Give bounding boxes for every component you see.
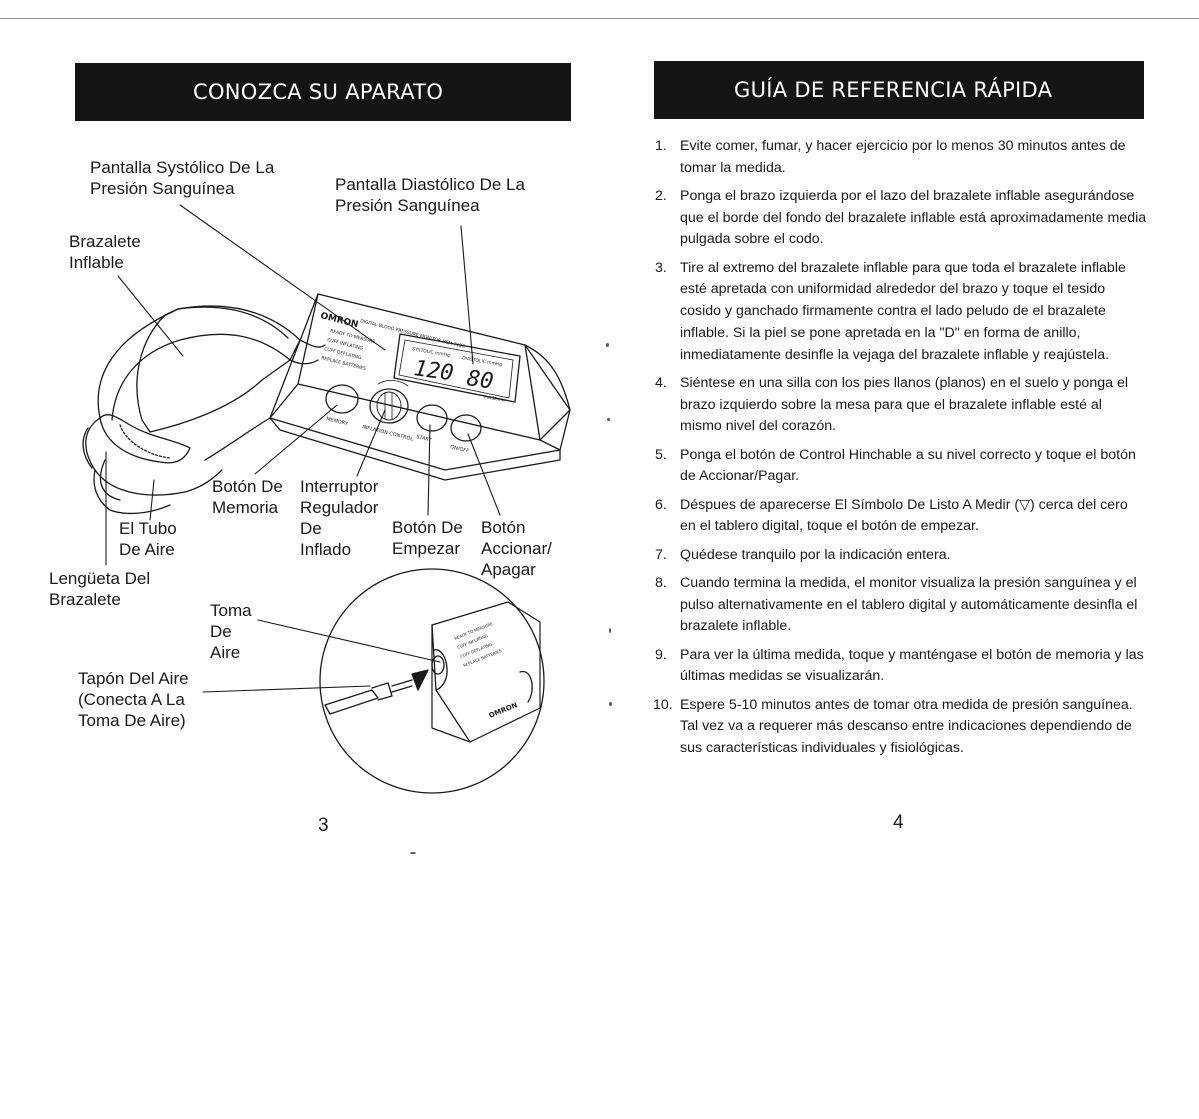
air-jack-closeup xyxy=(319,568,545,794)
left-title-banner: CONOZCA SU APARATO xyxy=(75,63,571,121)
device-model-text: DIGITAL BLOOD PRESSURE MONITOR HEM-712C xyxy=(360,318,466,350)
right-title-banner: GUÍA DE REFERENCIA RÁPIDA xyxy=(654,61,1144,119)
right-page-title: GUÍA DE REFERENCIA RÁPIDA xyxy=(734,78,1053,102)
list-item: 8.Cuando termina la medida, el monitor v… xyxy=(655,574,1138,635)
closeup-brand-text: OMRON xyxy=(488,701,519,720)
scan-speck xyxy=(410,852,416,854)
right-page-number: 4 xyxy=(893,812,904,833)
list-item: 9.Para ver la última medida, toque y man… xyxy=(655,646,1144,685)
list-item: 5.Ponga el botón de Control Hinchable a … xyxy=(655,446,1136,485)
inflation-dial-shape xyxy=(369,388,409,424)
display-pulse-caption: PULSE/min xyxy=(484,394,507,403)
list-item: 4.Siéntese en una silla con los pies lla… xyxy=(655,374,1128,435)
display-diastolic-value: 80 xyxy=(465,366,495,394)
monitor-body-drawing xyxy=(269,293,571,481)
memory-button-shape xyxy=(325,384,359,414)
left-page-number: 3 xyxy=(318,815,329,836)
leader-lines xyxy=(105,204,501,693)
start-button-shape xyxy=(416,404,448,432)
list-item: 6.Déspues de aparecerse El Símbolo De Li… xyxy=(655,496,1128,535)
scan-speck xyxy=(606,343,609,347)
blood-pressure-monitor-diagram: OMRON DIGITAL BLOOD PRESSURE MONITOR HEM… xyxy=(82,204,571,794)
device-button-label-onoff: ON/OFF xyxy=(450,444,470,454)
onoff-button-shape xyxy=(450,414,482,442)
device-button-label-inflation: INFLATION CONTROL xyxy=(362,424,414,443)
scan-top-rule xyxy=(0,18,1199,19)
list-item: 3.Tire al extremo del brazalete inflable… xyxy=(655,259,1126,363)
display-systolic-value: 120 xyxy=(412,356,455,386)
device-brand-text: OMRON xyxy=(319,311,359,330)
list-item: 1.Evite comer, fumar, y hacer ejercicio … xyxy=(655,138,1126,176)
scan-speck xyxy=(609,628,611,633)
left-page-title: CONOZCA SU APARATO xyxy=(193,80,444,104)
list-item: 2.Ponga el brazo izquierda por el lazo d… xyxy=(655,188,1147,248)
device-button-label-start: START xyxy=(416,434,433,444)
list-item: 7.Quédese tranquilo por la indicación en… xyxy=(655,546,951,563)
list-item: 10.Espere 5-10 minutos antes de tomar ot… xyxy=(653,696,1133,756)
cuff-drawing xyxy=(82,305,326,515)
scan-speck xyxy=(609,702,612,706)
quick-reference-steps: 1.Evite comer, fumar, y hacer ejercicio … xyxy=(653,136,1147,766)
scan-speck xyxy=(607,418,610,421)
device-button-label-memory: MEMORY xyxy=(326,416,350,427)
